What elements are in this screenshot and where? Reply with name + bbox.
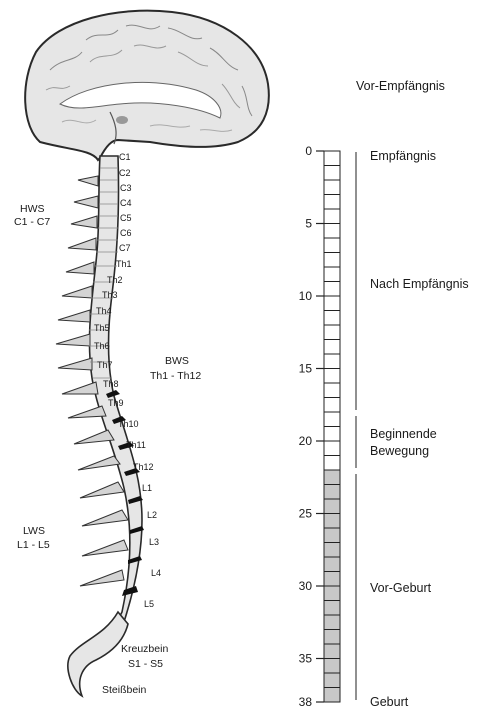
scale-cell-week-14 [324, 340, 340, 355]
scale-cells [324, 151, 340, 702]
vertebra-label-th7: Th7 [97, 360, 113, 370]
scale-cell-week-30 [324, 572, 340, 587]
scale-cell-week-31 [324, 586, 340, 601]
scale-tick-label-15: 15 [299, 362, 313, 376]
scale-cell-week-11 [324, 296, 340, 311]
scale-cell-week-20 [324, 427, 340, 442]
scale-cell-week-37 [324, 673, 340, 688]
region-hws-name: HWS [20, 203, 45, 215]
phase-vor-geburt: Vor-Geburt [370, 581, 432, 595]
vertebra-label-c7: C7 [119, 243, 131, 253]
vertebra-label-th12: Th12 [133, 462, 154, 472]
vertebra-label-th2: Th2 [107, 275, 123, 285]
scale-cell-week-19 [324, 412, 340, 427]
vertebra-label-l4: L4 [151, 568, 161, 578]
scale-tick-label-0: 0 [305, 144, 312, 158]
scale-tick-label-20: 20 [299, 434, 313, 448]
vertebra-label-c4: C4 [120, 198, 132, 208]
phase-beginnende-line-2: Bewegung [370, 444, 429, 458]
phase-labels: Vor-Empfängnis Empfängnis Nach Empfängni… [356, 79, 469, 707]
vertebra-label-c2: C2 [119, 168, 131, 178]
scale-tick-label-5: 5 [305, 217, 312, 231]
phase-geburt: Geburt [370, 695, 409, 707]
scale-cell-week-4 [324, 195, 340, 210]
region-kreuzbein-name: Kreuzbein [121, 643, 168, 655]
vertebra-label-c5: C5 [120, 213, 132, 223]
scale-cell-week-3 [324, 180, 340, 195]
scale-tick-label-38: 38 [299, 695, 313, 707]
vertebra-label-th11: Th11 [126, 440, 146, 450]
vertebra-label-th3: Th3 [102, 290, 118, 300]
scale-cell-week-28 [324, 543, 340, 558]
vertebra-label-th8: Th8 [103, 379, 119, 389]
scale-cell-week-24 [324, 485, 340, 500]
vertebra-label-l2: L2 [147, 510, 157, 520]
vertebra-label-th5: Th5 [94, 323, 110, 333]
scale-cell-week-33 [324, 615, 340, 630]
vertebra-label-c6: C6 [120, 228, 132, 238]
vertebra-label-th1: Th1 [116, 259, 132, 269]
scale-cell-week-10 [324, 282, 340, 297]
phase-nach-empfaengnis: Nach Empfängnis [370, 277, 469, 291]
vertebra-label-c3: C3 [120, 183, 132, 193]
region-bws-range: Th1 - Th12 [150, 370, 201, 382]
scale-tick-label-35: 35 [299, 652, 313, 666]
vertebra-label-c1: C1 [119, 152, 131, 162]
region-lws-range: L1 - L5 [17, 539, 50, 551]
scale-cell-week-22 [324, 456, 340, 471]
scale-cell-week-21 [324, 441, 340, 456]
scale-cell-week-18 [324, 398, 340, 413]
vertebra-label-l3: L3 [149, 537, 159, 547]
vertebra-label-th10: Th10 [118, 419, 139, 429]
region-lws-name: LWS [23, 525, 45, 537]
week-scale: 0 5 10 15 20 25 30 35 38 [299, 144, 340, 707]
vertebra-label-th6: Th6 [94, 341, 110, 351]
vertebra-label-l5: L5 [144, 599, 154, 609]
scale-cell-week-27 [324, 528, 340, 543]
scale-cell-week-6 [324, 224, 340, 239]
scale-cell-week-8 [324, 253, 340, 268]
phase-vor-empfaengnis: Vor-Empfängnis [356, 79, 445, 93]
scale-tick-label-10: 10 [299, 289, 313, 303]
scale-tick-label-25: 25 [299, 507, 313, 521]
scale-cell-week-12 [324, 311, 340, 326]
scale-cell-week-17 [324, 383, 340, 398]
region-steissbein-name: Steißbein [102, 684, 147, 696]
scale-cell-week-15 [324, 354, 340, 369]
scale-cell-week-7 [324, 238, 340, 253]
phase-empfaengnis: Empfängnis [370, 149, 436, 163]
brain-illustration [25, 11, 269, 160]
scale-cell-week-13 [324, 325, 340, 340]
region-bws-name: BWS [165, 355, 189, 367]
scale-cell-week-16 [324, 369, 340, 384]
vertebra-label-l1: L1 [142, 483, 152, 493]
scale-cell-week-25 [324, 499, 340, 514]
scale-cell-week-38 [324, 688, 340, 703]
scale-cell-week-32 [324, 601, 340, 616]
region-hws-range: C1 - C7 [14, 216, 50, 228]
scale-ticks: 0 5 10 15 20 25 30 35 38 [299, 144, 324, 707]
scale-cell-week-34 [324, 630, 340, 645]
scale-cell-week-26 [324, 514, 340, 529]
scale-cell-week-2 [324, 166, 340, 181]
scale-cell-week-5 [324, 209, 340, 224]
scale-cell-week-23 [324, 470, 340, 485]
vertebra-label-th4: Th4 [96, 306, 112, 316]
phase-beginnende-line-1: Beginnende [370, 427, 437, 441]
scale-cell-week-29 [324, 557, 340, 572]
scale-cell-week-35 [324, 644, 340, 659]
scale-cell-week-36 [324, 659, 340, 674]
scale-tick-label-30: 30 [299, 579, 313, 593]
region-kreuzbein-range: S1 - S5 [128, 658, 163, 670]
scale-cell-week-9 [324, 267, 340, 282]
vertebra-label-th9: Th9 [108, 398, 124, 408]
scale-cell-week-1 [324, 151, 340, 166]
